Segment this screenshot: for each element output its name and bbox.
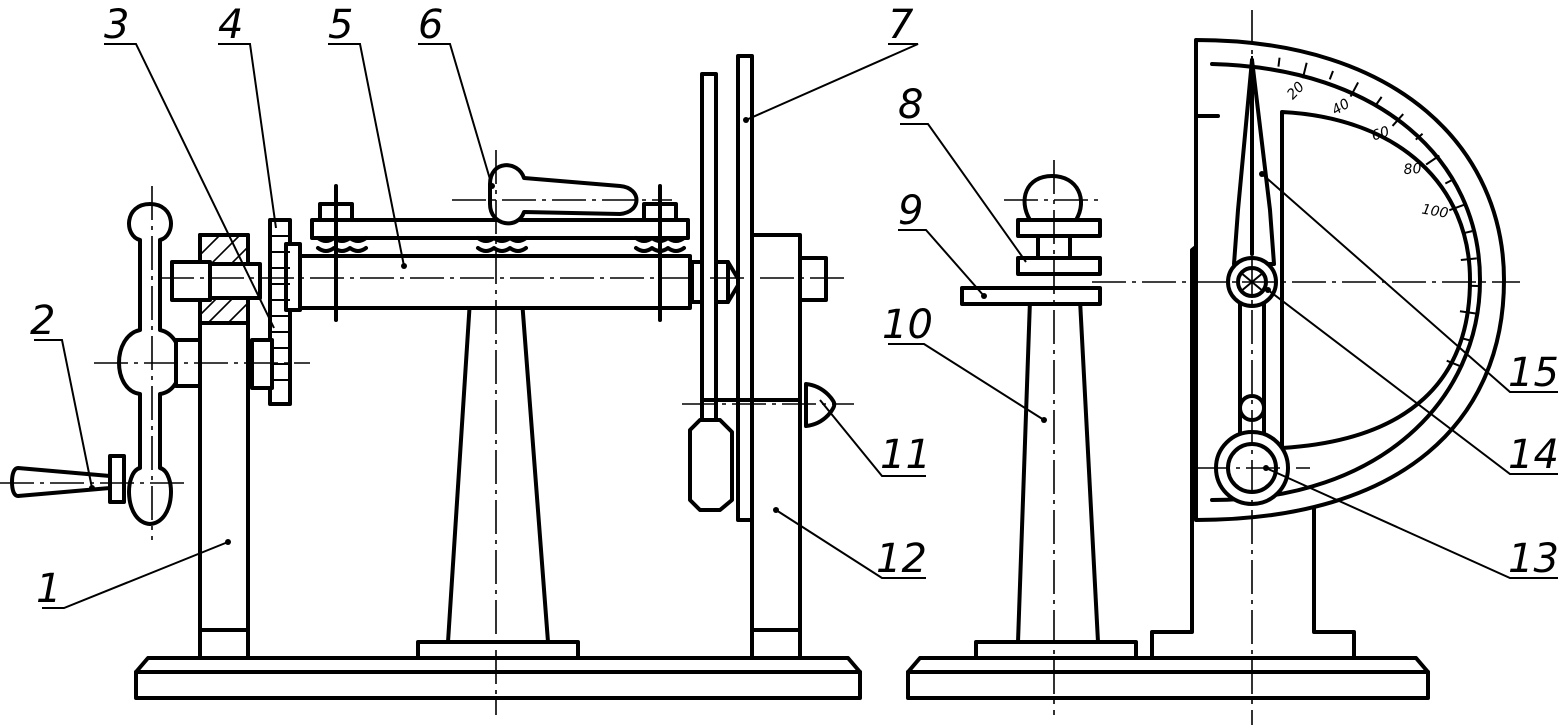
scale-tick [1415,132,1424,141]
left-upright [198,233,250,660]
callout-7: 7 [888,2,914,48]
pendulum [688,54,837,522]
specimen-stand [960,174,1138,660]
scale-tick [1459,310,1476,315]
right-upright [750,233,802,660]
scale-tick [1444,178,1454,185]
lever-handle [452,163,672,226]
right-base-plate [906,656,1430,700]
callout-labels: 1 2 3 4 5 6 7 8 9 10 11 12 13 14 15 [30,2,1559,612]
scale-tick [1375,96,1383,105]
left-shaft-nut [170,260,262,302]
callout-5: 5 [328,2,353,48]
callout-6: 6 [418,2,443,48]
callout-15: 15 [1508,350,1559,396]
scale-label: 80 [1403,161,1422,178]
callout-2: 2 [30,298,55,344]
scale-tick [1391,113,1404,127]
scale-tick [1328,70,1334,80]
center-stand [416,298,580,660]
side-view-axes [1004,10,1520,725]
scale-tick [1460,257,1477,262]
scale-tick [1277,57,1281,67]
scale-tick [1461,337,1471,342]
scale-tick [1446,359,1462,368]
scale-tick [1448,203,1465,212]
callout-10: 10 [882,302,933,348]
left-base-plate [134,656,862,700]
callout-3: 3 [104,2,129,48]
callout-1: 1 [36,566,61,612]
callout-4: 4 [218,2,243,48]
crank-arm [10,202,202,526]
scale-tick [1349,81,1359,98]
main-shaft [294,254,692,310]
scale-tick [1425,154,1440,166]
callout-9: 9 [898,188,923,234]
leader-lines [34,43,1558,609]
gear [250,218,302,406]
front-view-axes [0,150,854,715]
callout-13: 13 [1508,536,1559,582]
callout-14: 14 [1508,432,1559,478]
scale-tick [1463,230,1473,235]
callout-12: 12 [876,536,927,582]
scale-label: 100 [1420,202,1449,222]
front-view [0,54,862,715]
callout-8: 8 [898,82,923,128]
scale-label: 60 [1370,124,1392,145]
callout-11: 11 [880,432,931,478]
scale-tick [1301,62,1308,79]
